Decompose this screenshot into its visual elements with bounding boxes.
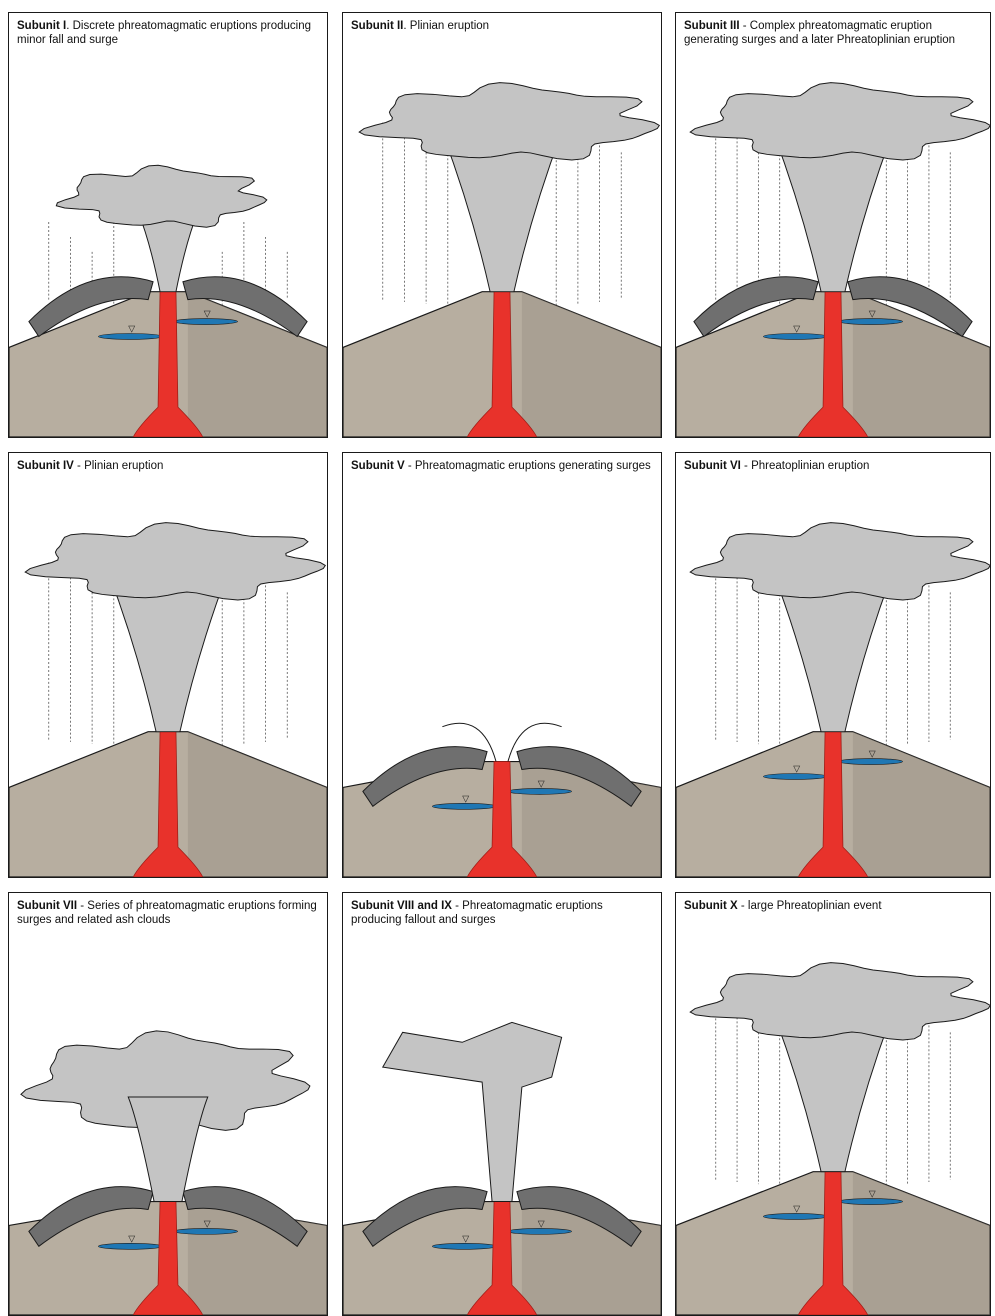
umbrella-cloud <box>56 165 266 227</box>
water-table <box>98 333 162 339</box>
panel-title: Subunit III <box>684 20 740 32</box>
water-table-symbol: ▽ <box>128 1233 135 1243</box>
panel-subunit-2: Subunit II. Plinian eruption <box>342 12 662 438</box>
umbrella-cloud <box>690 83 990 160</box>
water-table <box>508 1228 572 1234</box>
panel-subunit-8-9: Subunit VIII and IX - Phreatomagmatic er… <box>342 892 662 1316</box>
volcano-illustration <box>343 13 661 437</box>
water-table-symbol: ▽ <box>538 778 545 788</box>
volcano-illustration: ▽▽ <box>9 893 327 1315</box>
volcano-illustration: ▽▽ <box>9 13 327 437</box>
water-table <box>763 1213 827 1219</box>
panel-subunit-6: Subunit VI - Phreatoplinian eruption ▽▽ <box>675 452 991 878</box>
panel-title: Subunit VI <box>684 460 741 472</box>
panel-caption: Subunit III - Complex phreatomagmatic er… <box>684 19 984 47</box>
panel-subunit-4: Subunit IV - Plinian eruption <box>8 452 328 878</box>
water-table <box>763 333 827 339</box>
water-table-symbol: ▽ <box>538 1218 545 1228</box>
water-table-symbol: ▽ <box>869 309 876 319</box>
water-table <box>763 773 827 779</box>
umbrella-cloud <box>690 963 990 1040</box>
water-table <box>839 319 903 325</box>
panel-description: - Phreatoplinian eruption <box>741 460 870 472</box>
panel-description: - Phreatomagmatic eruptions generating s… <box>405 460 651 472</box>
water-table <box>508 788 572 794</box>
cone-shade <box>188 732 327 877</box>
panel-caption: Subunit I. Discrete phreatomagmatic erup… <box>17 19 321 47</box>
panel-title: Subunit X <box>684 900 738 912</box>
panel-subunit-10: Subunit X - large Phreatoplinian event ▽… <box>675 892 991 1316</box>
volcano-illustration: ▽▽ <box>343 453 661 877</box>
panel-description: - large Phreatoplinian event <box>738 900 882 912</box>
panel-title: Subunit VII <box>17 900 77 912</box>
ash-cloud <box>383 1022 562 1201</box>
water-table-symbol: ▽ <box>793 1203 800 1213</box>
water-table <box>432 1243 496 1249</box>
panel-title: Subunit II <box>351 20 403 32</box>
water-table-symbol: ▽ <box>462 793 469 803</box>
water-table-symbol: ▽ <box>204 1218 211 1228</box>
panel-subunit-1: Subunit I. Discrete phreatomagmatic erup… <box>8 12 328 438</box>
water-table-symbol: ▽ <box>869 1189 876 1199</box>
water-table-symbol: ▽ <box>128 323 135 333</box>
panel-caption: Subunit VI - Phreatoplinian eruption <box>684 459 984 473</box>
eruption-column <box>128 1097 208 1202</box>
volcano-illustration <box>9 453 327 877</box>
panel-caption: Subunit VIII and IX - Phreatomagmatic er… <box>351 899 655 927</box>
volcano-illustration: ▽▽ <box>343 893 661 1315</box>
umbrella-cloud <box>359 83 659 160</box>
water-table-symbol: ▽ <box>793 763 800 773</box>
panel-caption: Subunit IV - Plinian eruption <box>17 459 321 473</box>
panel-subunit-3: Subunit III - Complex phreatomagmatic er… <box>675 12 991 438</box>
panel-title: Subunit IV <box>17 460 74 472</box>
water-table <box>174 1228 238 1234</box>
water-table-symbol: ▽ <box>462 1233 469 1243</box>
cone-shade <box>522 292 661 437</box>
panel-subunit-5: Subunit V - Phreatomagmatic eruptions ge… <box>342 452 662 878</box>
panel-caption: Subunit V - Phreatomagmatic eruptions ge… <box>351 459 655 473</box>
panel-description: - Plinian eruption <box>74 460 164 472</box>
panel-title: Subunit V <box>351 460 405 472</box>
panel-caption: Subunit X - large Phreatoplinian event <box>684 899 984 913</box>
panel-subunit-7: Subunit VII - Series of phreatomagmatic … <box>8 892 328 1316</box>
water-table <box>432 803 496 809</box>
volcano-illustration: ▽▽ <box>676 893 990 1315</box>
panel-caption: Subunit VII - Series of phreatomagmatic … <box>17 899 321 927</box>
panel-description: . Plinian eruption <box>403 20 489 32</box>
water-table-symbol: ▽ <box>204 309 211 319</box>
volcano-illustration: ▽▽ <box>676 13 990 437</box>
water-table-symbol: ▽ <box>793 323 800 333</box>
water-table <box>839 759 903 765</box>
volcano-illustration: ▽▽ <box>676 453 990 877</box>
water-table-symbol: ▽ <box>869 749 876 759</box>
water-table <box>98 1243 162 1249</box>
panel-title: Subunit I <box>17 20 66 32</box>
panel-caption: Subunit II. Plinian eruption <box>351 19 655 33</box>
panel-title: Subunit VIII and IX <box>351 900 452 912</box>
water-table <box>174 319 238 325</box>
umbrella-cloud <box>690 523 990 600</box>
umbrella-cloud <box>25 523 325 600</box>
water-table <box>839 1199 903 1205</box>
